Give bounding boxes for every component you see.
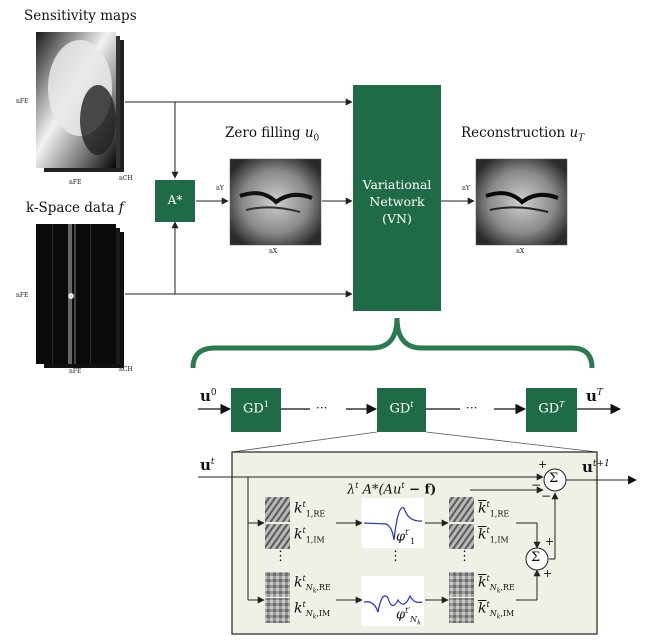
kspace-data-image — [36, 224, 124, 368]
inner-sum-node — [525, 547, 549, 571]
reconstruction-image — [475, 158, 568, 246]
zoom-line-left — [231, 431, 378, 453]
gd-t-label: GDt — [389, 400, 414, 417]
inner-sum-symbol: Σ — [531, 550, 541, 565]
vn-label: Variational Network (VN) — [362, 177, 432, 226]
gd-T-label: GDT — [538, 400, 565, 417]
gd-1-label: GD1 — [243, 400, 269, 417]
kspace-axis-fe-left: nFE — [16, 292, 29, 299]
variational-network-box — [353, 85, 441, 311]
gd-chain-input-label: u0 — [200, 387, 217, 405]
knk-re-label: ktNk,RE — [294, 574, 331, 596]
panel-lines — [198, 473, 637, 604]
gd-ellipsis-left: ··· — [316, 401, 328, 415]
a-star-box — [155, 180, 195, 222]
kbar1-re-label: kt1,RE — [478, 500, 510, 519]
zf-axis-y: nY — [216, 185, 224, 192]
phi1-label: φt′1 — [396, 528, 416, 546]
reconstruction-title: Reconstruction uT — [461, 125, 585, 144]
inner-sum-plus-top: + — [545, 535, 555, 548]
recon-axis-x: nX — [516, 248, 525, 255]
zoom-line-right — [425, 431, 598, 453]
a-star-label: A* — [167, 193, 183, 207]
activation-function-1 — [362, 498, 424, 548]
middle-vdots: ⋮ — [389, 549, 402, 564]
kbarnk-re-label: ktNk,RE — [478, 574, 515, 596]
filter-kernels-left — [265, 497, 290, 623]
outer-sum-plus-top: + — [538, 458, 548, 471]
zf-axis-x: nX — [269, 248, 278, 255]
outer-sum-minus-left: − — [531, 478, 542, 492]
gd-t-box — [377, 388, 426, 432]
k1-re-label: kt1,RE — [294, 500, 326, 519]
panel-output-label: ut+1 — [582, 458, 610, 476]
sensitivity-maps-image — [36, 32, 124, 172]
phink-label: φt′Nk — [396, 606, 421, 627]
vn-expansion-brace — [190, 317, 595, 369]
zero-filling-title: Zero filling u0 — [225, 125, 320, 144]
kspace-axis-fe-bottom: nFE — [69, 368, 82, 375]
sens-axis-fe-bottom: nFE — [69, 179, 82, 186]
sensitivity-maps-title: Sensitivity maps — [24, 8, 137, 24]
gd-1-box — [231, 388, 281, 432]
kspace-data-title: k-Space data f — [26, 200, 124, 216]
kbarnk-im-label: ktNk,IM — [478, 600, 515, 622]
gd-T-box — [526, 388, 577, 432]
gd-ellipsis-right: ··· — [466, 401, 478, 415]
knk-im-label: ktNk,IM — [294, 600, 331, 622]
kbar1-im-label: kt1,IM — [478, 526, 509, 545]
data-term-label: λt A*(Aut − f) — [345, 481, 439, 498]
panel-input-label: ut — [200, 456, 215, 474]
inner-sum-plus-bottom: + — [543, 567, 553, 580]
left-vdots: ⋮ — [274, 549, 287, 564]
activation-function-nk — [362, 576, 424, 626]
k1-im-label: kt1,IM — [294, 526, 325, 545]
outer-sum-minus-bottom: − — [541, 489, 552, 503]
sens-axis-ch: nCH — [119, 175, 133, 182]
right-vdots: ⋮ — [458, 549, 471, 564]
outer-sum-symbol: Σ — [549, 471, 559, 486]
sens-axis-fe-left: nFE — [16, 98, 29, 105]
filter-kernels-right — [449, 497, 474, 623]
recon-axis-y: nY — [462, 185, 470, 192]
outer-sum-node — [543, 468, 567, 492]
kspace-axis-ch: nCH — [119, 366, 133, 373]
zero-filling-image — [229, 158, 322, 246]
gd-chain-output-label: uT — [586, 387, 603, 405]
top-connectors — [125, 98, 475, 298]
